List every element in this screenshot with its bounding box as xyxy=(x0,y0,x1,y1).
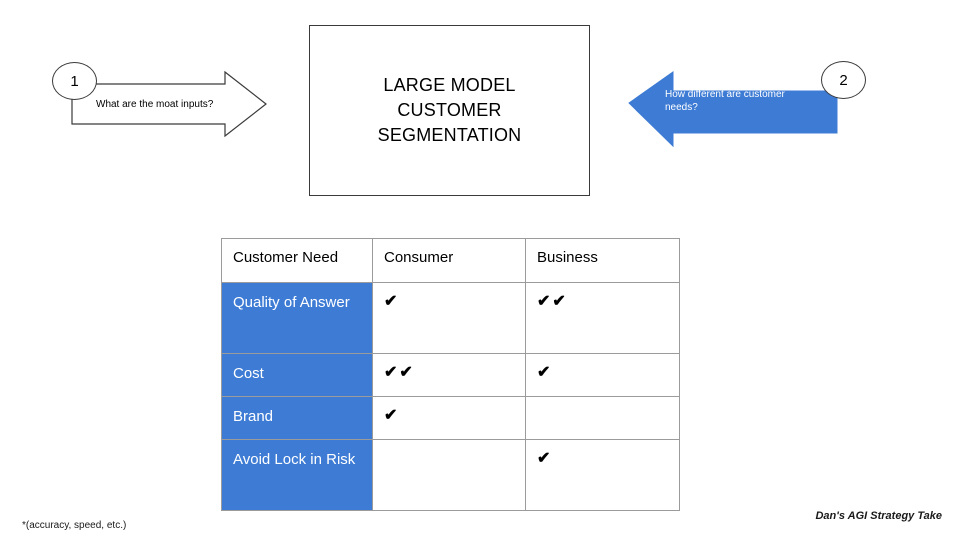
callout-arrow-right: What are the moat inputs? xyxy=(70,70,270,138)
check-marks: ✔ xyxy=(384,293,400,310)
row-need-label: Cost xyxy=(221,353,373,397)
center-title-box: LARGE MODEL CUSTOMER SEGMENTATION xyxy=(309,25,590,196)
check-marks: ✔ xyxy=(537,450,553,467)
credit-text: Dan's AGI Strategy Take xyxy=(815,510,942,522)
callout-badge-1-number: 1 xyxy=(70,72,79,90)
table-header-row: Customer Need Consumer Business xyxy=(221,238,680,283)
callout-badge-1: 1 xyxy=(52,62,97,100)
table-header-customer-need: Customer Need xyxy=(221,238,373,283)
row-business-value xyxy=(525,396,680,440)
row-need-label: Brand xyxy=(221,396,373,440)
row-business-value: ✔ xyxy=(525,353,680,397)
check-marks: ✔✔ xyxy=(537,293,568,310)
check-marks: ✔✔ xyxy=(384,364,415,381)
check-marks: ✔ xyxy=(537,364,553,381)
row-business-value: ✔ xyxy=(525,439,680,511)
center-title-text: LARGE MODEL CUSTOMER SEGMENTATION xyxy=(377,75,522,145)
callout-arrow-left: How different are customer needs? xyxy=(628,60,840,148)
arrow-left-shape xyxy=(628,71,838,148)
callout-2-label: How different are customer needs? xyxy=(665,89,785,113)
footnote-text: *(accuracy, speed, etc.) xyxy=(22,520,127,531)
row-need-label: Avoid Lock in Risk xyxy=(221,439,373,511)
table-row: Quality of Answer ✔ ✔✔ xyxy=(221,282,680,354)
row-business-value: ✔✔ xyxy=(525,282,680,354)
row-need-label: Quality of Answer xyxy=(221,282,373,354)
row-consumer-value: ✔✔ xyxy=(372,353,526,397)
table-row: Cost ✔✔ ✔ xyxy=(221,353,680,397)
table-row: Brand ✔ xyxy=(221,396,680,440)
row-consumer-value xyxy=(372,439,526,511)
callout-badge-2-number: 2 xyxy=(839,71,848,89)
arrow-right-shape xyxy=(71,70,267,138)
customer-segmentation-table: Customer Need Consumer Business Quality … xyxy=(221,238,680,511)
check-marks: ✔ xyxy=(384,407,400,424)
callout-1-label: What are the moat inputs? xyxy=(96,99,214,110)
callout-badge-2: 2 xyxy=(821,61,866,99)
table-header-business: Business xyxy=(525,238,680,283)
table-row: Avoid Lock in Risk ✔ xyxy=(221,439,680,511)
table-header-consumer: Consumer xyxy=(372,238,526,283)
row-consumer-value: ✔ xyxy=(372,282,526,354)
row-consumer-value: ✔ xyxy=(372,396,526,440)
